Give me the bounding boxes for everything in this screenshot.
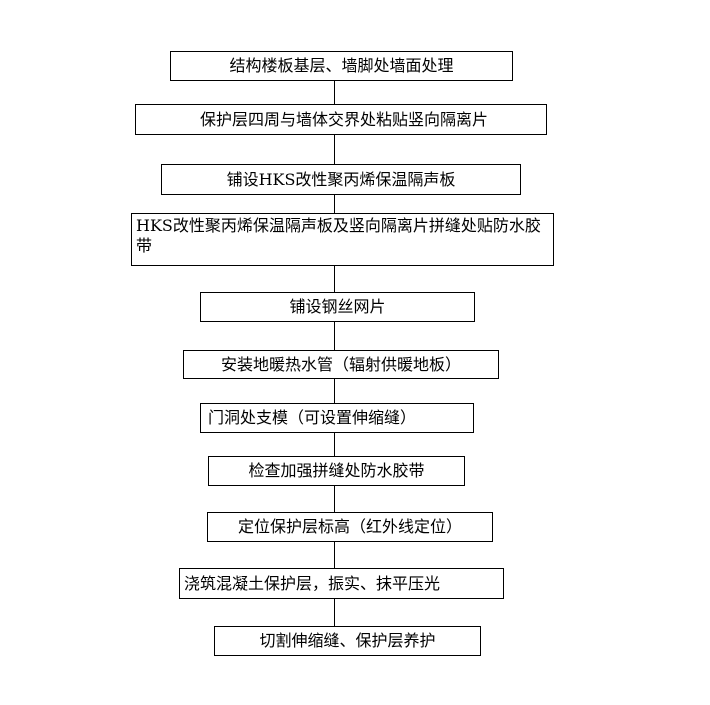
flow-step-11: 切割伸缩缝、保护层养护 — [214, 626, 481, 656]
flow-step-6-label: 安装地暖热水管（辐射供暖地板） — [220, 354, 461, 374]
flow-step-2-label: 保护层四周与墙体交界处粘贴竖向隔离片 — [200, 109, 489, 129]
connector-line-5 — [334, 321, 335, 350]
flow-step-7: 门洞处支模（可设置伸缩缝） — [200, 403, 474, 433]
flow-step-3: 铺设HKS改性聚丙烯保温隔声板 — [161, 164, 521, 195]
flow-step-4-label: HKS改性聚丙烯保温隔声板及竖向隔离片拼缝处贴防水胶带 — [136, 216, 541, 255]
connector-line-10 — [334, 598, 335, 626]
flow-step-10-label: 浇筑混凝土保护层，振实、抹平压光 — [184, 573, 441, 593]
flow-step-3-label: 铺设HKS改性聚丙烯保温隔声板 — [226, 169, 456, 189]
flow-step-9: 定位保护层标高（红外线定位） — [207, 512, 493, 542]
flow-step-6: 安装地暖热水管（辐射供暖地板） — [183, 350, 499, 379]
flow-step-11-label: 切割伸缩缝、保护层养护 — [259, 631, 436, 650]
flow-step-8-label: 检查加强拼缝处防水胶带 — [248, 461, 425, 480]
connector-line-9 — [334, 541, 335, 568]
flow-step-9-label: 定位保护层标高（红外线定位） — [237, 517, 462, 536]
flow-step-1: 结构楼板基层、墙脚处墙面处理 — [170, 51, 513, 81]
connector-line-7 — [334, 432, 335, 456]
flow-step-4: HKS改性聚丙烯保温隔声板及竖向隔离片拼缝处贴防水胶带 — [131, 213, 554, 266]
connector-line-2 — [334, 134, 335, 164]
flow-step-5: 铺设钢丝网片 — [200, 292, 475, 322]
flow-step-5-label: 铺设钢丝网片 — [289, 297, 386, 316]
connector-line-4 — [334, 265, 335, 292]
connector-line-8 — [334, 485, 335, 512]
flow-step-2: 保护层四周与墙体交界处粘贴竖向隔离片 — [135, 104, 547, 135]
connector-line-6 — [334, 378, 335, 403]
connector-line-1 — [334, 80, 335, 104]
flow-step-7-label: 门洞处支模（可设置伸缩缝） — [208, 408, 417, 427]
flow-step-10: 浇筑混凝土保护层，振实、抹平压光 — [179, 568, 504, 599]
flow-step-8: 检查加强拼缝处防水胶带 — [208, 456, 465, 486]
flow-step-1-label: 结构楼板基层、墙脚处墙面处理 — [229, 56, 454, 75]
connector-line-3 — [334, 194, 335, 213]
